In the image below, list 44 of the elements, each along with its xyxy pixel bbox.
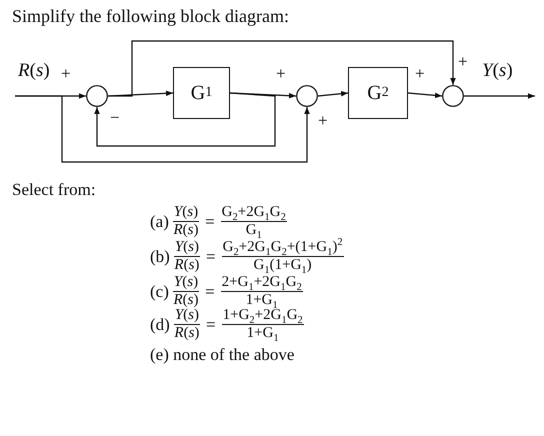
output-label: Y(s) bbox=[482, 60, 513, 82]
fraction-denominator: 1+G$_{1}$ bbox=[246, 325, 279, 341]
fraction-numerator: Y(s) bbox=[174, 240, 200, 257]
equals-sign: = bbox=[206, 246, 216, 266]
option-text: (e) none of the above bbox=[150, 345, 294, 365]
fraction-denominator: G$_{1}$(1+G$_{1}$) bbox=[254, 257, 312, 273]
fraction-numerator: 1+G$_{2}$+2G$_{1}$G$_{2}$ bbox=[222, 308, 304, 325]
fraction-denominator: G$_{1}$ bbox=[246, 222, 262, 238]
text: Select from: bbox=[12, 180, 96, 200]
arrow bbox=[318, 90, 348, 97]
option-letter: (b) bbox=[150, 246, 170, 266]
option-letter: (c) bbox=[150, 282, 169, 302]
arrow bbox=[464, 93, 535, 99]
option-letter: (d) bbox=[150, 314, 170, 334]
fraction-numerator: Y(s) bbox=[172, 275, 200, 292]
summing-junction bbox=[296, 85, 318, 107]
equals-sign: = bbox=[205, 212, 215, 232]
fraction-numerator: G$_{2}$+2G$_{1}$G$_{2}$ bbox=[220, 205, 287, 222]
sign: + bbox=[61, 64, 71, 84]
arrow bbox=[108, 40, 456, 97]
fraction-denominator: R(s) bbox=[173, 292, 198, 308]
summing-junction bbox=[86, 85, 108, 107]
title: Simplify the following block diagram: bbox=[12, 6, 289, 27]
fraction-denominator: R(s) bbox=[173, 222, 198, 238]
arrow bbox=[408, 92, 442, 98]
option-letter: (a) bbox=[150, 212, 169, 232]
arrow bbox=[15, 95, 310, 163]
sign: + bbox=[458, 52, 468, 72]
sign: + bbox=[276, 64, 286, 84]
sign: + bbox=[415, 64, 425, 84]
fraction-denominator: R(s) bbox=[174, 325, 200, 341]
arrow bbox=[94, 92, 276, 147]
fraction-numerator: Y(s) bbox=[174, 308, 200, 325]
fraction-numerator: 2+G$_{1}$+2G$_{1}$G$_{2}$ bbox=[220, 275, 303, 292]
fraction-numerator: G$_{2}$+2G$_{1}$G$_{2}$+(1+G$_{1}$)$^{2}$ bbox=[222, 240, 344, 257]
input-label: R(s) bbox=[18, 60, 50, 82]
fraction-denominator: 1+G$_{1}$ bbox=[246, 292, 278, 308]
equals-sign: = bbox=[205, 282, 215, 302]
fraction-denominator: R(s) bbox=[174, 257, 200, 273]
fraction-numerator: Y(s) bbox=[172, 205, 200, 222]
summing-junction bbox=[442, 85, 464, 107]
sign: + bbox=[318, 111, 328, 131]
sign: − bbox=[110, 108, 120, 128]
equals-sign: = bbox=[206, 314, 216, 334]
